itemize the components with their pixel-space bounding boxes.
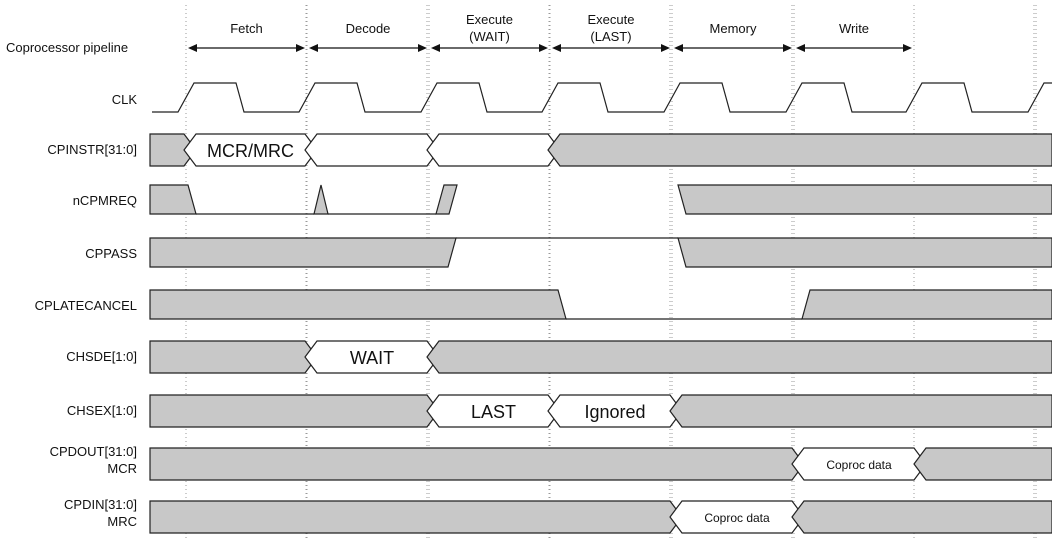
arrow-head-right — [903, 44, 912, 52]
arrow-head-left — [552, 44, 561, 52]
bus-value-text: Coproc data — [704, 511, 770, 525]
stage-label: Execute — [466, 12, 513, 27]
bus-invalid-segment — [149, 500, 683, 534]
signal-label-cpdin: CPDIN[31:0]MRC — [64, 497, 137, 529]
cppass-region — [149, 237, 457, 268]
stage-label: Memory — [710, 21, 757, 36]
bus-invalid-segment — [149, 394, 440, 428]
stage-label: Write — [839, 21, 869, 36]
arrow-head-left — [188, 44, 197, 52]
signal-label-cpinstr: CPINSTR[31:0] — [47, 142, 137, 157]
stage-label: (LAST) — [590, 29, 631, 44]
signal-label-cppass: CPPASS — [85, 246, 137, 261]
bus-invalid-segment — [426, 340, 1052, 374]
cplatecancel-waveform — [149, 289, 1052, 320]
stage-label: Decode — [346, 21, 391, 36]
signal-label-chsde: CHSDE[1:0] — [66, 349, 137, 364]
stage-memory: Memory — [674, 21, 792, 52]
ncpmreq-glitch — [313, 184, 329, 215]
stage-execute-wait: Execute (WAIT) — [431, 12, 548, 52]
bus-value-text: Coproc data — [826, 458, 892, 472]
arrow-head-left — [309, 44, 318, 52]
stage-decode: Decode — [309, 21, 427, 52]
cppass-waveform — [149, 237, 1052, 268]
bus-cpdin: Coproc data — [149, 500, 1052, 534]
stage-write: Write — [796, 21, 912, 52]
clk-waveform — [152, 82, 1052, 113]
bus-invalid-segment — [149, 447, 805, 481]
bus-invalid-segment — [913, 447, 1052, 481]
arrow-head-left — [431, 44, 440, 52]
ncpmreq-pulse — [435, 184, 458, 215]
arrow-head-right — [661, 44, 670, 52]
pipeline-header: Coprocessor pipeline Fetch Decode Execute (W… — [6, 12, 912, 55]
bus-invalid-segment — [669, 394, 1052, 428]
pipeline-label: Coprocessor pipeline — [6, 40, 128, 55]
ncpmreq-high — [149, 184, 197, 215]
bus-invalid-segment — [149, 340, 318, 374]
arrow-head-right — [539, 44, 548, 52]
arrow-head-left — [674, 44, 683, 52]
ncpmreq-high — [677, 184, 1052, 215]
cplatecancel-region — [149, 289, 567, 320]
bus-value-text: Ignored — [584, 402, 645, 422]
bus-value-text: MCR/MRC — [207, 141, 294, 161]
arrow-head-left — [796, 44, 805, 52]
signal-label-clk: CLK — [112, 92, 138, 107]
bus-invalid-segment — [547, 133, 1052, 167]
stage-label: (WAIT) — [469, 29, 510, 44]
signal-label-chsex: CHSEX[1:0] — [67, 403, 137, 418]
bus-value-text: WAIT — [350, 348, 394, 368]
arrow-head-right — [296, 44, 305, 52]
signal-label-cpdout: CPDOUT[31:0]MCR — [50, 444, 137, 476]
bus-value-segment — [426, 133, 561, 167]
arrow-head-right — [783, 44, 792, 52]
ncpmreq-waveform — [149, 184, 1052, 215]
signal-labels: CLK CPINSTR[31:0] nCPMREQ CPPASS CPLATECANCE… — [35, 92, 138, 529]
signal-label-cplatecancel: CPLATECANCEL — [35, 298, 137, 313]
stage-execute-last: Execute (LAST) — [552, 12, 670, 52]
cppass-region — [677, 237, 1052, 268]
signal-label-ncpmreq: nCPMREQ — [73, 193, 137, 208]
bus-chsex: LAST Ignored — [149, 394, 1052, 428]
stage-fetch: Fetch — [188, 21, 305, 52]
bus-cpinstr: MCR/MRC — [149, 133, 1052, 167]
bus-invalid-segment — [791, 500, 1052, 534]
bus-cpdout: Coproc data — [149, 447, 1052, 481]
arrow-head-right — [418, 44, 427, 52]
stage-label: Fetch — [230, 21, 263, 36]
bus-chsde: WAIT — [149, 340, 1052, 374]
stage-label: Execute — [588, 12, 635, 27]
cplatecancel-region — [801, 289, 1052, 320]
bus-value-segment — [304, 133, 440, 167]
bus-value-text: LAST — [471, 402, 516, 422]
